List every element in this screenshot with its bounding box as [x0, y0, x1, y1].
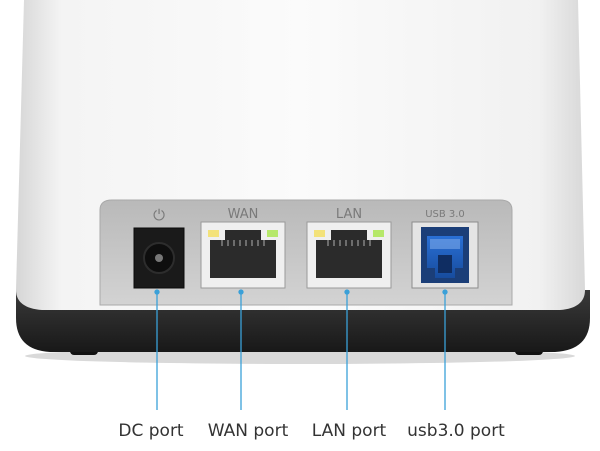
- wan-callout-dot: [238, 289, 244, 295]
- dc-jack: [133, 227, 185, 289]
- lan-led-yellow: [314, 230, 325, 237]
- usb3-port: [411, 221, 479, 289]
- wan-port-label: WAN port: [207, 421, 289, 441]
- lan-callout-dot: [344, 289, 350, 295]
- usb-marking: USB 3.0: [425, 209, 465, 220]
- wan-port: [200, 221, 286, 289]
- wan-led-green: [267, 230, 278, 237]
- usb-callout-dot: [442, 289, 448, 295]
- lan-marking: LAN: [336, 207, 362, 222]
- dc-port-label: DC port: [118, 421, 184, 441]
- wan-led-yellow: [208, 230, 219, 237]
- lan-port-label: LAN port: [311, 421, 387, 441]
- lan-led-green: [373, 230, 384, 237]
- wan-marking: WAN: [228, 207, 259, 222]
- lan-port: [306, 221, 392, 289]
- power-symbol-icon: ⏻: [153, 206, 165, 224]
- usb3-port-label: usb3.0 port: [407, 421, 505, 441]
- dc-callout-dot: [154, 289, 160, 295]
